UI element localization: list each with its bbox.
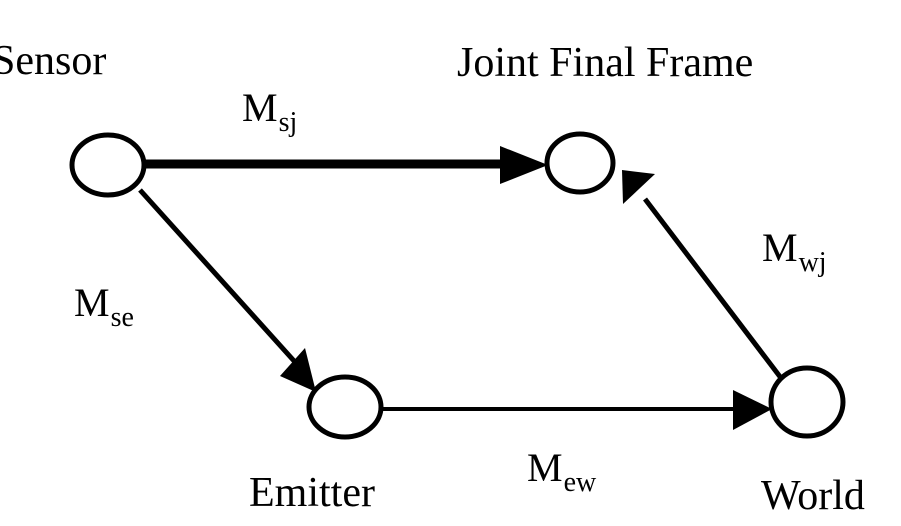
label-emitter: Emitter: [249, 470, 375, 516]
node-sensor: [69, 132, 147, 198]
label-world: World: [761, 473, 865, 519]
label-sensor: Sensor: [0, 38, 107, 84]
arrowhead-sensor-to-emitter: [280, 348, 316, 392]
label-m-ew: Mew: [527, 445, 596, 497]
label-m-se-subscript: se: [110, 302, 134, 333]
label-m-sj-subscript: sj: [278, 107, 298, 138]
arrowhead-sensor-to-joint: [500, 146, 548, 184]
label-m-ew-symbol: M: [527, 445, 563, 490]
label-joint-final-frame: Joint Final Frame: [457, 40, 754, 86]
edge-sensor-to-emitter: [138, 188, 297, 364]
edge-world-to-joint: [643, 197, 783, 380]
label-m-se-symbol: M: [74, 280, 110, 325]
label-m-se: Mse: [74, 280, 134, 332]
label-m-wj-symbol: M: [762, 225, 798, 270]
label-m-sj: Msj: [242, 85, 297, 137]
label-m-ew-subscript: ew: [563, 467, 597, 498]
node-emitter: [306, 374, 384, 440]
label-m-wj: Mwj: [762, 225, 827, 277]
label-m-wj-subscript: wj: [798, 247, 827, 278]
node-joint-final-frame: [544, 131, 616, 195]
arrowhead-world-to-joint: [622, 170, 655, 204]
arrowhead-emitter-to-world: [733, 390, 772, 430]
node-world: [768, 365, 846, 439]
label-m-sj-symbol: M: [242, 85, 278, 130]
